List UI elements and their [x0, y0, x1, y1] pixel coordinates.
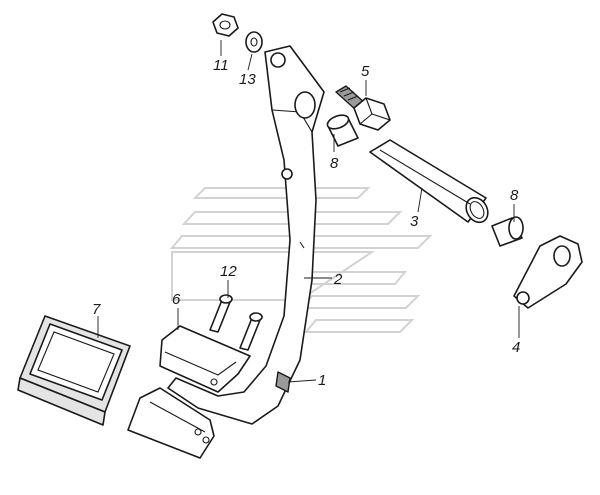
pedal-arm-part: [167, 45, 325, 425]
callout-lever: 4: [512, 339, 520, 356]
watermark-logo: [169, 187, 433, 333]
callout-nut: 11: [213, 57, 229, 74]
nut-part: [212, 13, 239, 37]
pad-plate-part: [159, 325, 251, 393]
callout-pedal-assembly: 1: [318, 372, 326, 389]
leader-lines: [97, 40, 520, 383]
callout-bushing-lower: 8: [510, 187, 519, 204]
bushing-upper-part: [326, 114, 359, 147]
shaft-part: [369, 139, 489, 224]
callouts: 11 13 5 8 3 8 4 12 2 6 7 1: [92, 57, 520, 389]
rubber-pad-part: [17, 315, 131, 426]
foot-plate-part: [127, 387, 215, 459]
callout-washer: 13: [239, 71, 256, 88]
callout-rubber-pad: 7: [92, 301, 101, 318]
callout-pedal-arm: 2: [333, 271, 343, 288]
bushing-lower-part: [491, 216, 524, 247]
lever-part: [513, 235, 583, 309]
callout-bushing-upper: 8: [330, 155, 339, 172]
callout-bolt: 5: [361, 63, 370, 80]
pin-part: [209, 294, 263, 351]
callout-shaft: 3: [410, 213, 419, 230]
bolt-part: [335, 85, 391, 131]
washer-part: [245, 31, 263, 53]
callout-pad-plate: 6: [172, 291, 181, 308]
callout-pin: 12: [220, 263, 237, 280]
